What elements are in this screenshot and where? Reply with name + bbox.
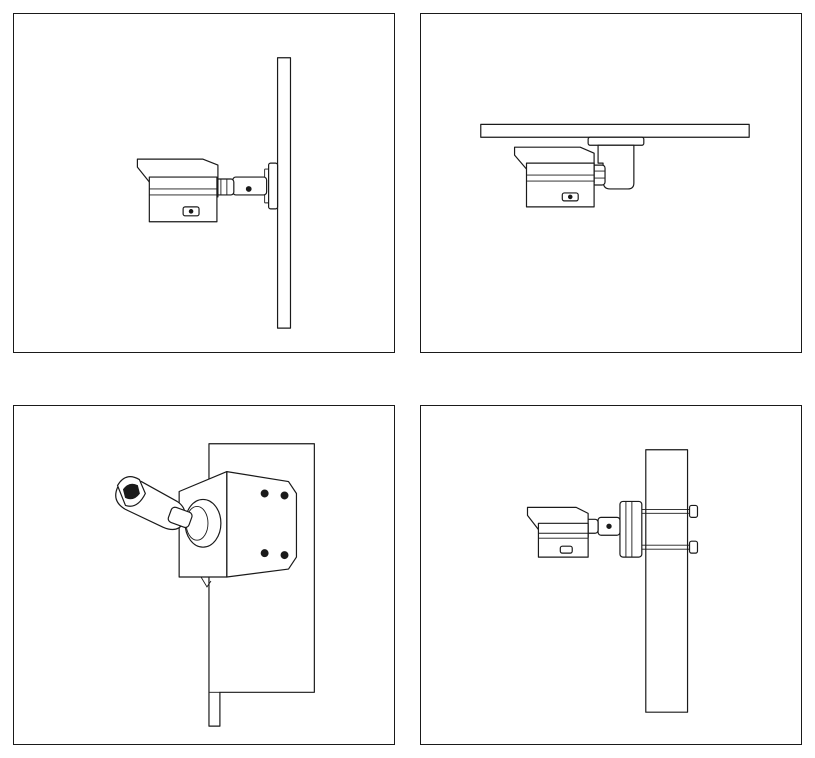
bracket-arm	[232, 176, 268, 196]
camera-body-lines	[538, 532, 589, 539]
bracket-screw	[245, 186, 252, 192]
corner-bracket-front	[226, 471, 298, 578]
strap-clamp-top	[688, 504, 699, 518]
bracket-bolt-2	[280, 491, 289, 500]
camera-lens-window	[122, 483, 140, 500]
bracket-fold-line	[200, 471, 228, 588]
bracket-bolt-1	[260, 489, 269, 498]
pole-strap-bottom	[639, 544, 696, 550]
camera-reset-button	[188, 209, 194, 214]
camera-reset-slot	[559, 545, 573, 554]
wall-base-plate	[268, 162, 279, 210]
corner-mount-illustration	[115, 443, 315, 727]
strap-clamp-bottom	[688, 540, 699, 554]
camera-body	[525, 162, 595, 208]
joint-ridges	[220, 179, 228, 195]
wall	[276, 57, 292, 329]
camera-mount-neck	[167, 506, 193, 529]
ceiling-mount-illustration	[480, 123, 750, 208]
ball-joint	[215, 178, 235, 196]
panel-ceiling-mount	[420, 13, 802, 353]
pole-mount-adapter	[619, 500, 643, 558]
ceiling-base-plate	[587, 136, 645, 146]
panel-wall-mount	[13, 13, 395, 353]
junction-box	[184, 498, 222, 548]
panel-corner-mount	[13, 405, 395, 745]
camera-reset-button	[567, 194, 573, 200]
camera-body-lines	[526, 174, 595, 182]
bracket-bolt-4	[280, 551, 289, 560]
ceiling	[480, 123, 750, 138]
bracket-bolt-3	[260, 549, 269, 558]
pole-strap-top	[639, 508, 696, 514]
wall-mount-illustration	[136, 57, 292, 329]
pole-mount-illustration	[526, 449, 699, 713]
adapter-ridges	[625, 501, 633, 558]
camera-body-lines	[149, 188, 217, 196]
pole	[645, 449, 689, 713]
bracket-screw	[606, 523, 612, 529]
panel-pole-mount	[420, 405, 802, 745]
